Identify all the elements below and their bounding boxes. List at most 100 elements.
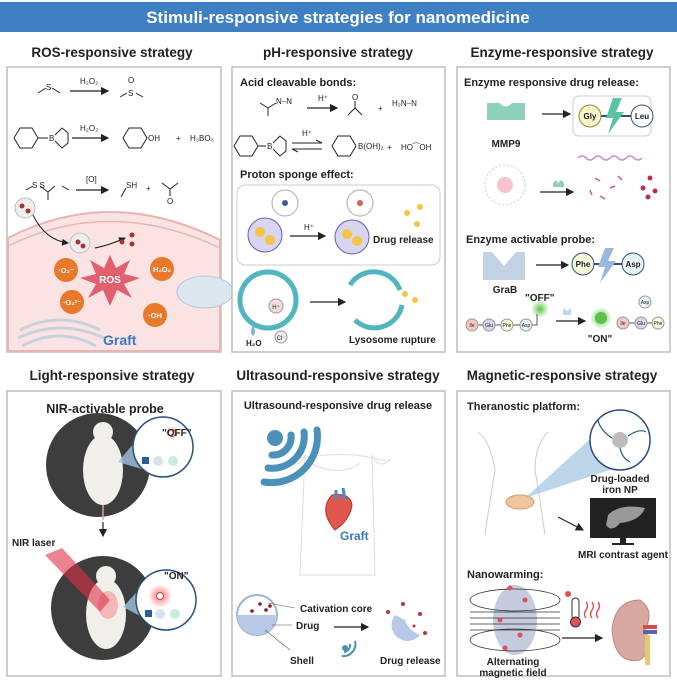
phe-residue: Phe (576, 260, 591, 269)
heart-icon (325, 487, 353, 531)
ph-heading: pH-responsive strategy (263, 45, 414, 60)
phenol-oh: OH (148, 134, 160, 143)
ros-heading: ROS-responsive strategy (31, 45, 193, 60)
svg-text:Ile: Ile (469, 323, 475, 329)
heat-waves-icon (583, 601, 601, 619)
nanowarming-title: Nanowarming: (467, 569, 543, 581)
reagent-hplus: H⁺ (304, 223, 314, 232)
magnetic-field-lines (469, 588, 561, 652)
water-drop-icon (251, 325, 255, 336)
svg-text:Glu: Glu (485, 323, 493, 329)
sulfone: S (128, 89, 133, 98)
svg-text:Phe: Phe (503, 323, 512, 329)
drug-release-label: Drug release (380, 656, 441, 667)
reagent-hplus: H⁺ (302, 129, 312, 138)
plus: + (146, 184, 151, 193)
ruptured-lysosome (347, 269, 405, 331)
ultrasound-small-icon (341, 640, 357, 658)
asp-residue: Asp (625, 260, 640, 269)
reagent-h2o2: H₂O₂ (80, 77, 98, 86)
figure-title: Stimuli-responsive strategies for nanome… (146, 8, 530, 27)
reagent-oxidant: [O] (86, 175, 97, 184)
peptide-linker (577, 155, 643, 161)
plus: + (387, 143, 392, 152)
svg-text:Ile: Ile (620, 321, 626, 327)
probe-chain-off: Ile Glu Phe Asp (465, 318, 533, 332)
golgi (17, 318, 105, 348)
ultrasound-heading: Ultrasound-responsive strategy (236, 368, 440, 383)
hydrazone: N–N (276, 97, 292, 106)
reagent-hplus: H⁺ (318, 94, 328, 103)
proton: H⁺ (272, 304, 280, 311)
svg-text:·O₂²⁻: ·O₂²⁻ (63, 298, 81, 307)
acid-cleavable-title: Acid cleavable bonds: (240, 77, 356, 89)
sulfone-o: O (128, 76, 134, 85)
ultrasound-subtitle: Ultrasound-responsive drug release (244, 400, 432, 412)
magnetic-panel: Magnetic-responsive strategy Theranostic… (456, 368, 671, 679)
svg-text:Asp: Asp (522, 323, 531, 329)
nanoparticle (14, 197, 36, 219)
leu-residue: Leu (635, 112, 649, 121)
title-banner: Stimuli-responsive strategies for nanome… (0, 2, 677, 32)
enzyme-heading: Enzyme-responsive strategy (470, 45, 654, 60)
fragments (589, 175, 623, 200)
svg-text:Asp: Asp (641, 300, 650, 306)
water-label: H₂O (246, 339, 262, 348)
cleavage-bolt-icon (606, 98, 624, 134)
light-panel: Light-responsive strategy NIR-activable … (6, 368, 222, 677)
np-label-line1: Drug-loaded (591, 474, 650, 485)
on-label: "ON" (588, 334, 613, 345)
ultrasound-waves-icon (260, 426, 321, 487)
grab-label: GraB (493, 285, 517, 296)
field-label-line2: magnetic field (479, 668, 546, 679)
on-label: "ON" (164, 571, 189, 582)
svg-text:H₂O₂: H₂O₂ (153, 265, 171, 274)
ketone-o: O (167, 197, 173, 206)
torso (477, 431, 549, 536)
boronic-acid: B(OH)₂ (358, 142, 384, 151)
enzyme-panel: Enzyme-responsive strategy Enzyme respon… (456, 45, 671, 353)
mitochondrion (176, 275, 234, 309)
boronate: B (49, 134, 54, 143)
mouse-icon (83, 435, 123, 505)
lysosome (237, 269, 299, 331)
nanoparticle (247, 217, 283, 253)
nir-laser-label: NIR laser (12, 538, 55, 549)
diol: HO⁀OH (401, 142, 432, 152)
nir-probe-title: NIR-activable probe (46, 402, 163, 416)
boric-acid: H₃BO₃ (190, 134, 214, 143)
thermometer-icon (565, 591, 581, 628)
gly-residue: Gly (584, 112, 597, 121)
graft-label: Graft (103, 332, 137, 348)
svg-text:Glu: Glu (637, 321, 645, 327)
ketone-o: O (352, 93, 358, 102)
organ-in-field (493, 585, 537, 655)
cleavage-bolt-icon (598, 248, 616, 283)
off-label: "OFF" (525, 293, 555, 304)
cavitation-core-label: Cativation core (300, 604, 373, 615)
kidney-icon (611, 599, 650, 662)
shell-label: Shell (290, 656, 314, 667)
micelle (484, 164, 526, 206)
mmp9-label: MMP9 (492, 139, 521, 150)
enzyme-probe-title: Enzyme activable probe: (466, 234, 595, 246)
graft-label: Graft (340, 529, 369, 543)
svg-text:·OH: ·OH (148, 311, 162, 320)
reagent-h2o2-b: H₂O₂ (80, 124, 98, 133)
thioketal: S S (32, 181, 45, 190)
field-label-line1: Alternating (487, 657, 540, 668)
chloride: Cl⁻ (277, 336, 286, 342)
ros-species: ·O₂⁻ ·O₂²⁻ H₂O₂ ·OH (54, 257, 174, 327)
probe-chain-on: Ile Glu Phe Asp (616, 295, 665, 330)
drug-release-label: Drug release (373, 235, 434, 246)
hydrazine: H₂N–N (392, 99, 417, 108)
thiol: SH (126, 181, 137, 190)
svg-text:·O₂⁻: ·O₂⁻ (58, 266, 74, 275)
boronate: B (267, 142, 272, 151)
ros-burst (80, 255, 140, 306)
lysosome-rupture-label: Lysosome rupture (349, 335, 436, 346)
plus: + (378, 104, 383, 113)
light-heading: Light-responsive strategy (29, 368, 195, 383)
ros-panel: ROS-responsive strategy S H₂O₂ S O B H₂O… (6, 45, 234, 353)
